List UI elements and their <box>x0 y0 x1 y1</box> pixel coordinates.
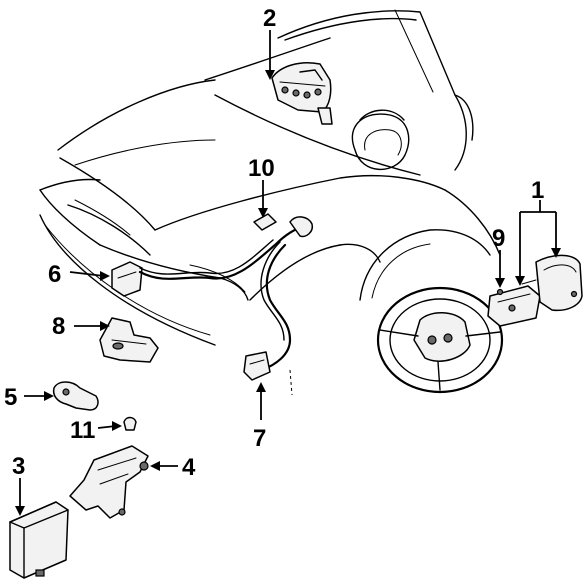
callout-5: 5 <box>4 384 17 411</box>
part-4-bracket <box>69 445 149 519</box>
callout-2: 2 <box>263 5 276 32</box>
part-8-bracket <box>99 317 159 363</box>
leader-lines <box>15 30 561 516</box>
callout-4: 4 <box>182 454 196 481</box>
part-6-harness <box>111 216 314 297</box>
part-2-sensor-module <box>271 62 333 125</box>
callout-10: 10 <box>248 155 275 182</box>
part-11-clip <box>123 416 137 431</box>
part-7-harness <box>243 241 292 381</box>
callout-6: 6 <box>48 261 61 288</box>
part-10-sensor <box>253 213 277 231</box>
part-3-control-module <box>9 501 69 579</box>
callout-11: 11 <box>70 417 95 444</box>
callout-7: 7 <box>253 425 266 452</box>
callout-1: 1 <box>531 177 544 204</box>
part-5-sensor <box>52 381 99 411</box>
part-9-module-plate <box>487 285 541 327</box>
callout-9: 9 <box>492 225 505 252</box>
callout-8: 8 <box>52 313 65 340</box>
callout-3: 3 <box>12 453 25 480</box>
callout-labels: 1 2 3 4 5 6 7 8 9 10 11 <box>4 5 544 481</box>
steering-wheel <box>376 286 504 394</box>
